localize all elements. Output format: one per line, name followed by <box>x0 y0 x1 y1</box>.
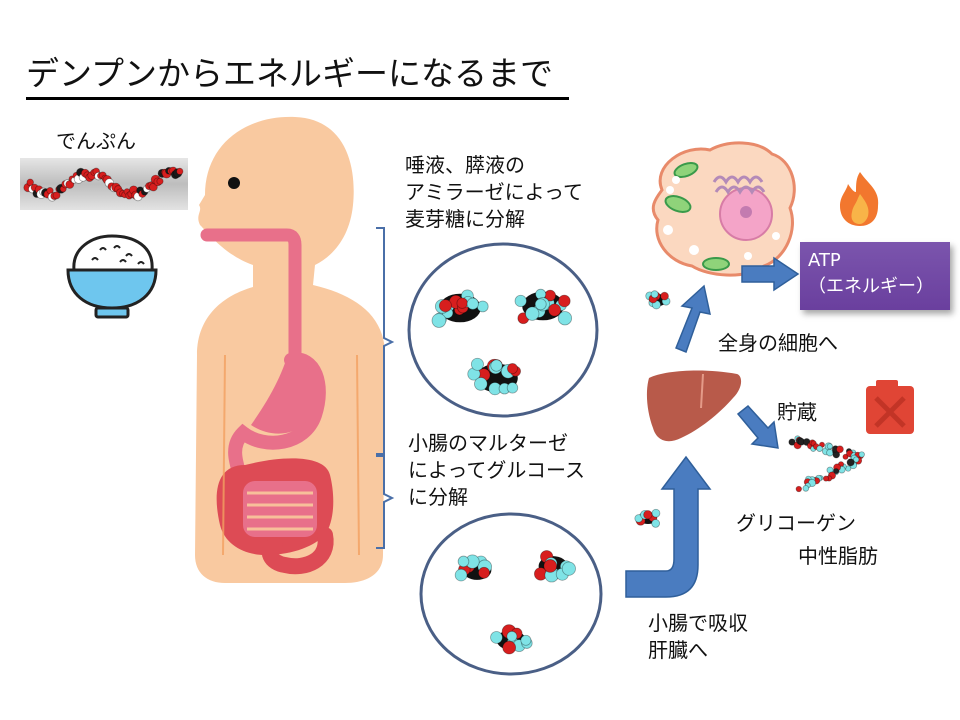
molecule <box>490 624 533 655</box>
atom <box>506 382 519 394</box>
molecule <box>454 554 492 582</box>
starch-molecule-chain <box>20 158 188 210</box>
glucose-molecules-circle <box>419 512 603 676</box>
atom <box>490 631 503 644</box>
atom <box>502 640 517 655</box>
atom <box>826 443 833 450</box>
atom <box>506 630 518 642</box>
atom <box>456 297 468 309</box>
atom <box>833 468 840 475</box>
atom <box>26 178 34 187</box>
arrow-to-cells <box>675 284 711 353</box>
arrow-absorption-to-liver <box>625 455 712 598</box>
atom <box>634 514 643 523</box>
intestine-line-2: によってグルコース <box>408 458 585 482</box>
atom <box>651 519 661 528</box>
intestine-maltase-text: 小腸のマルターゼ によってグルコース に分解 <box>408 430 585 511</box>
atom <box>457 555 470 568</box>
fuel-can-icon <box>866 380 914 434</box>
atom <box>660 291 669 301</box>
molecule <box>645 290 671 310</box>
atom <box>842 453 849 460</box>
atom <box>534 298 547 311</box>
atom <box>846 458 855 467</box>
atom <box>795 485 802 493</box>
maltose-molecules-circle <box>407 242 599 418</box>
molecule <box>533 550 576 583</box>
arrow-cell-to-atp <box>741 256 800 292</box>
atom <box>438 299 452 313</box>
atom <box>643 510 653 520</box>
bracket-intestine <box>376 453 395 549</box>
glycogen-molecule-chain <box>788 435 865 493</box>
saliva-amylase-text: 唾液、膵液の アミラーゼによって 麦芽糖に分解 <box>405 152 583 233</box>
atom <box>466 297 479 310</box>
atom <box>476 300 489 313</box>
atom <box>548 303 562 317</box>
absorption-line-2: 肝臓へ <box>648 638 708 662</box>
neutral-fat-label: 中性脂肪 <box>798 544 878 568</box>
to-all-cells-label: 全身の細胞へ <box>718 331 838 355</box>
absorption-text: 小腸で吸収 肝臓へ <box>648 610 748 664</box>
atom <box>557 311 573 326</box>
atom <box>802 485 810 492</box>
intestine-line-3: に分解 <box>408 485 468 509</box>
liver-illustration <box>646 370 742 442</box>
atom <box>176 167 184 175</box>
starch-label: でんぷん <box>56 129 136 153</box>
cell-illustration <box>651 141 796 277</box>
energy-label: （エネルギー） <box>808 276 934 297</box>
atom <box>525 306 540 321</box>
atom <box>474 377 488 391</box>
atom <box>543 559 558 573</box>
fire-icon <box>840 172 879 226</box>
bracket-mouth-to-stomach <box>376 227 395 457</box>
molecule <box>431 289 489 328</box>
atom <box>506 363 518 374</box>
atom <box>490 359 503 372</box>
atp-label: ATP <box>808 250 841 271</box>
title-underline <box>26 97 569 100</box>
molecule <box>467 357 521 396</box>
human-body-digestive-system <box>195 116 385 583</box>
atom <box>520 634 532 646</box>
glucose-molecule-near-arrow <box>634 508 661 528</box>
molecule <box>514 288 573 326</box>
arrow-liver-to-storage <box>736 404 779 449</box>
saliva-line-2: アミラーゼによって <box>405 180 583 204</box>
atom <box>431 313 447 328</box>
atom <box>788 438 796 446</box>
atom <box>514 294 527 308</box>
molecule <box>634 508 661 528</box>
saliva-line-3: 麦芽糖に分解 <box>405 207 525 231</box>
rice-bowl-icon <box>66 234 158 319</box>
atom <box>561 561 576 576</box>
page-title: デンプンからエネルギーになるまで <box>26 54 554 93</box>
glycogen-label: グリコーゲン <box>736 511 856 535</box>
atom <box>836 445 844 454</box>
glucose-molecule-near-cell <box>645 290 671 310</box>
atom <box>156 177 164 185</box>
atom <box>853 456 860 463</box>
absorption-line-1: 小腸で吸収 <box>648 611 748 635</box>
atom <box>858 451 865 458</box>
atom <box>651 508 661 518</box>
atom <box>52 191 61 200</box>
atom <box>454 568 468 582</box>
atom <box>470 357 484 371</box>
saliva-line-1: 唾液、膵液の <box>405 153 525 177</box>
storage-label: 貯蔵 <box>777 400 817 424</box>
atp-energy-box: ATP （エネルギー） <box>800 242 950 310</box>
atom <box>822 475 829 482</box>
atom <box>478 566 490 579</box>
atom <box>816 445 823 452</box>
atom <box>650 290 659 299</box>
atom <box>558 294 571 308</box>
intestine-line-1: 小腸のマルターゼ <box>408 431 568 455</box>
